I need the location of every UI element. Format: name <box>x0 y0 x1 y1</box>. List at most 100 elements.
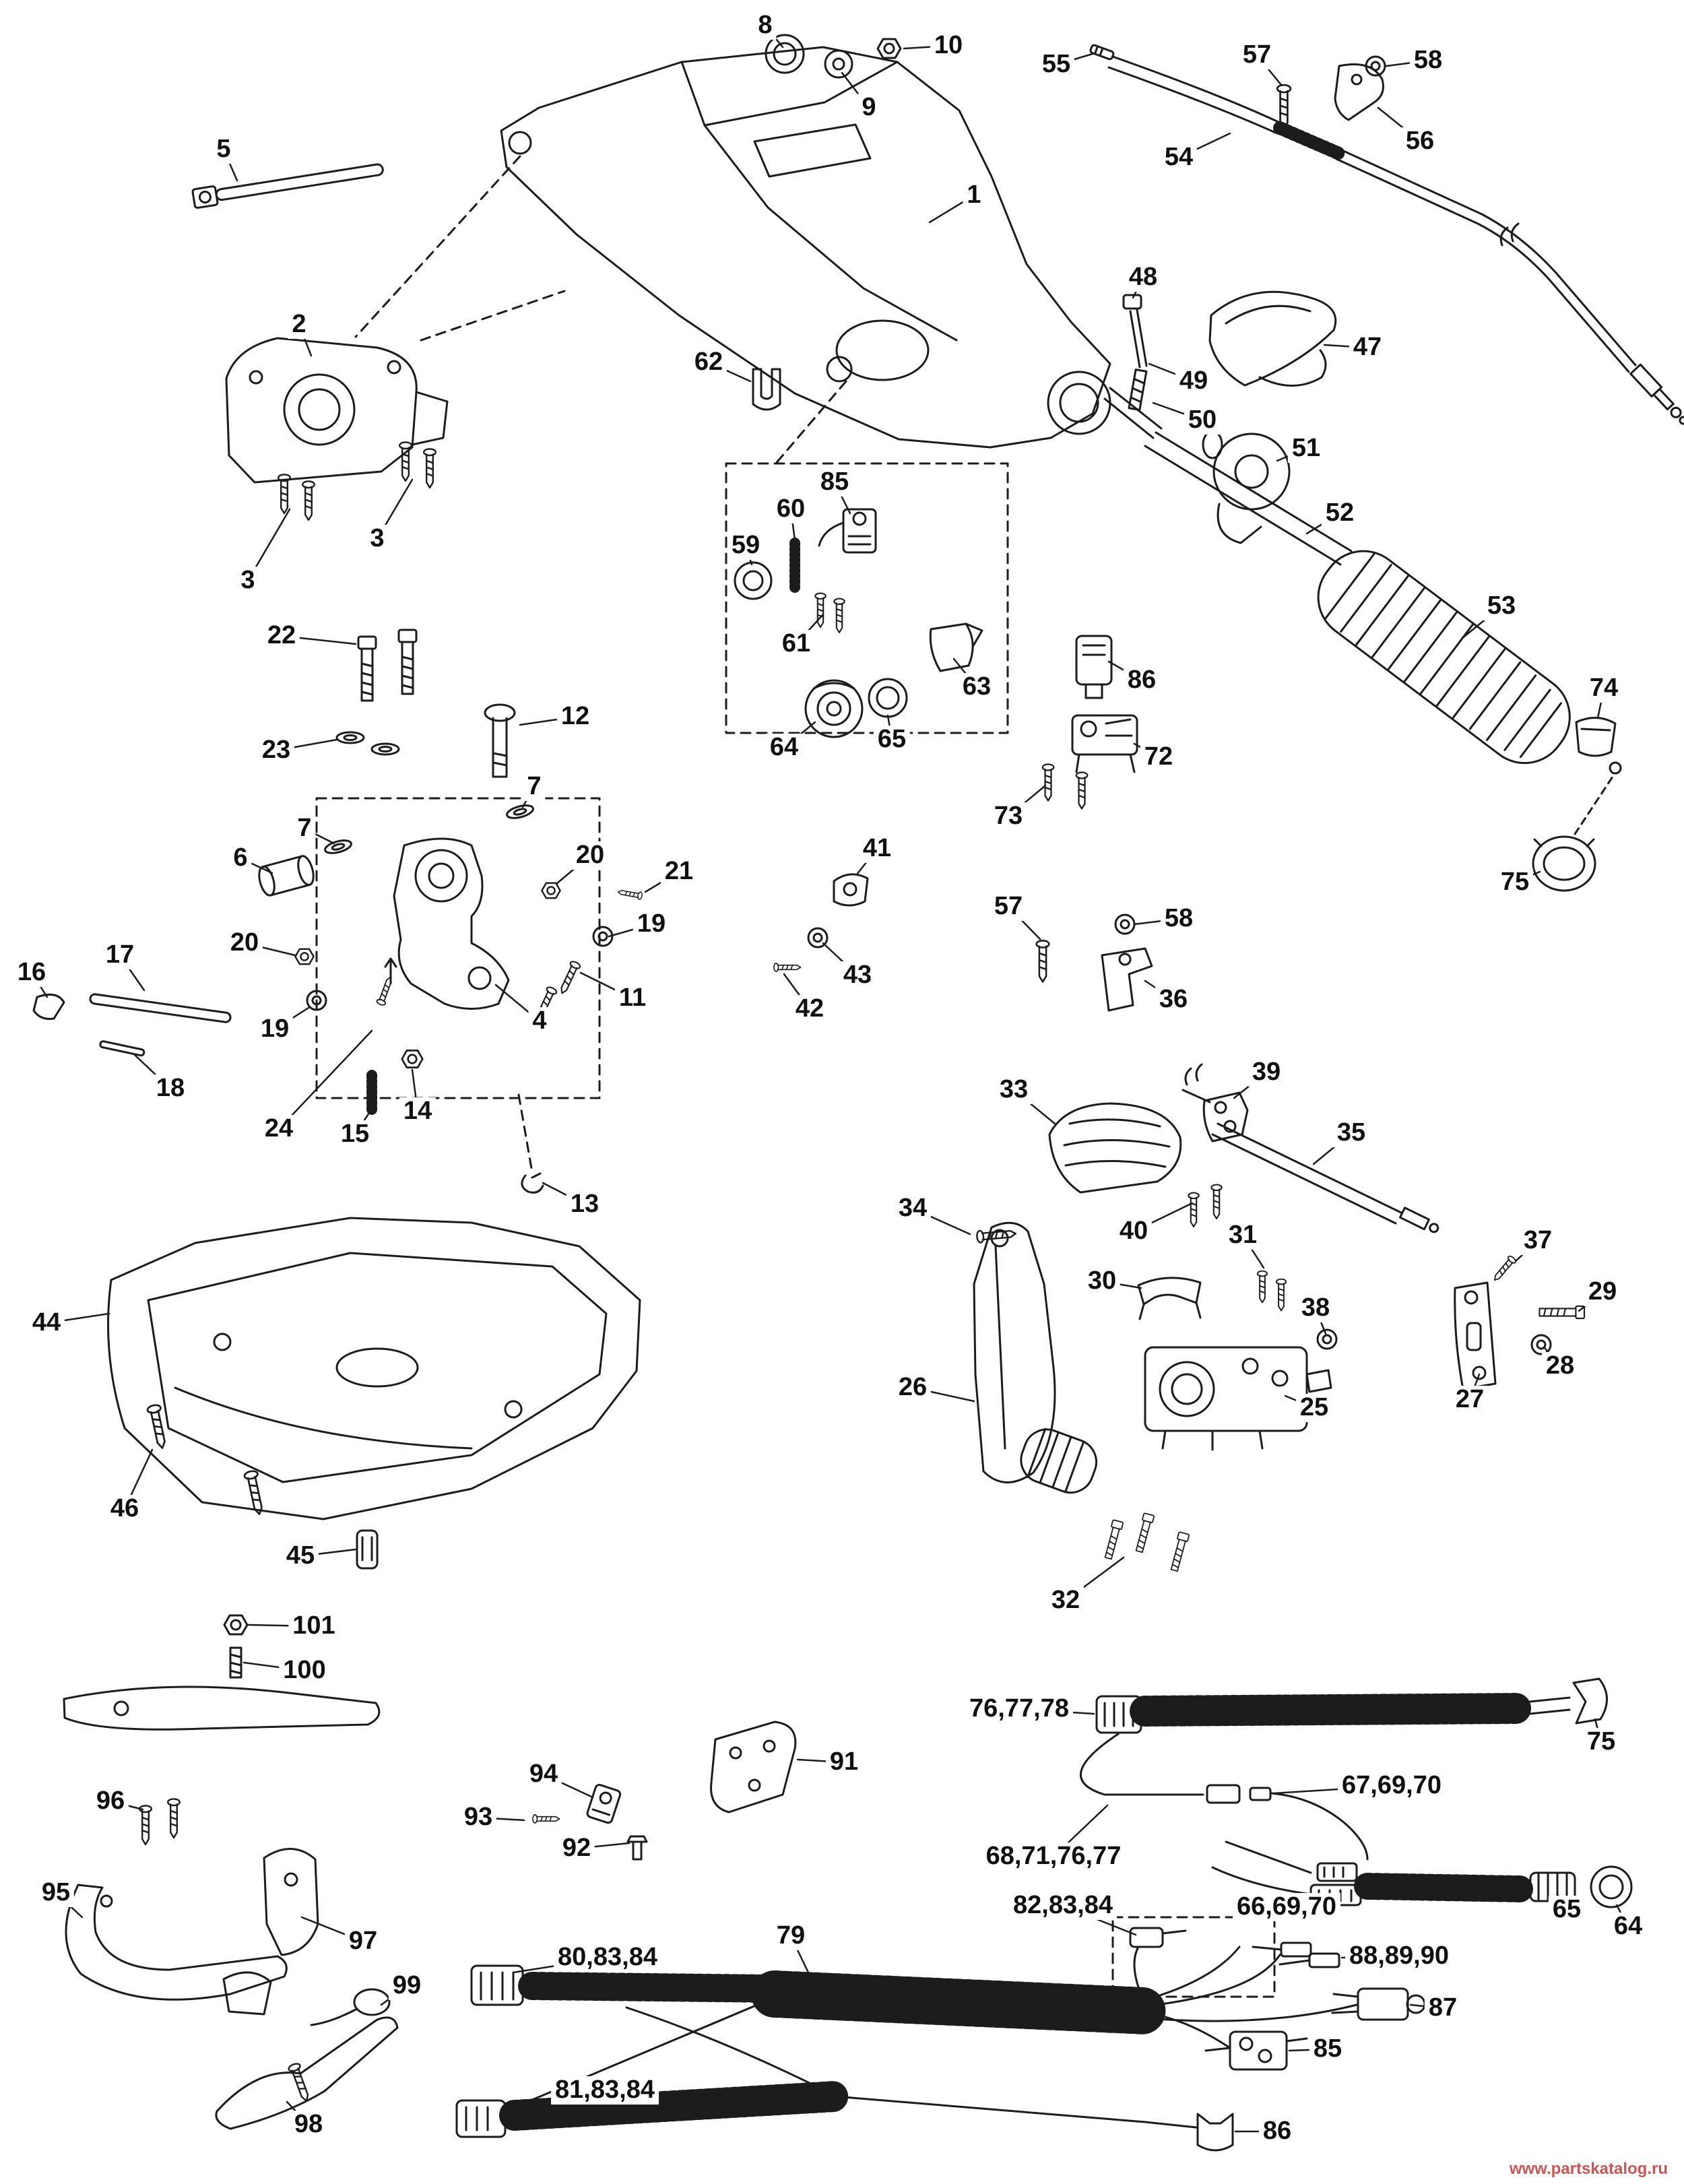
callout-28-20: 20 <box>571 841 609 870</box>
callout-29-21: 21 <box>660 858 698 886</box>
callout-4-1: 1 <box>963 181 985 210</box>
callout-98-85: 85 <box>1309 2035 1347 2063</box>
part-98-lever <box>215 2016 399 2130</box>
part-63-cap <box>929 622 983 672</box>
callout-90-67-69-70: 67,69,70 <box>1338 1772 1446 1800</box>
part-74-cap <box>1575 717 1617 757</box>
part-95-arm <box>65 1884 288 2001</box>
part-4-swivel-bracket <box>384 837 510 1010</box>
callout-82-99: 99 <box>388 1972 426 2000</box>
part-87-switch <box>1331 1987 1426 2021</box>
part-2-clamp-bracket <box>225 337 449 484</box>
callout-34-20: 20 <box>226 929 263 957</box>
part-85-block <box>1204 2030 1308 2071</box>
part-45-clip <box>356 1529 379 1570</box>
part-52-shaft <box>1144 431 1353 566</box>
callout-11-58: 58 <box>1409 46 1447 75</box>
part-91-plate <box>710 1721 797 1813</box>
part-62-clip <box>752 368 781 411</box>
part-12-bolt <box>484 703 516 778</box>
callout-54-43: 43 <box>839 961 876 990</box>
callout-75-46: 46 <box>106 1495 143 1523</box>
part-harness-a <box>1080 1677 1608 1861</box>
callout-39-14: 14 <box>399 1097 436 1126</box>
callout-22-75: 75 <box>1496 868 1534 897</box>
callout-65-31: 31 <box>1224 1221 1262 1250</box>
callout-14-48: 48 <box>1124 263 1162 292</box>
part-14-15-nut-spring <box>366 1050 424 1117</box>
callout-9-55: 55 <box>1037 51 1075 79</box>
part-41-42-43 <box>773 873 869 972</box>
callout-57-58: 58 <box>1160 905 1198 933</box>
callout-10-57: 57 <box>1238 41 1276 69</box>
part-54-steering-cable <box>1107 55 1684 425</box>
callout-67-38: 38 <box>1297 1294 1334 1322</box>
part-72-73-switch <box>1041 714 1138 810</box>
callout-3-5: 5 <box>212 135 235 164</box>
watermark: www.partskatalog.ru <box>1509 2160 1668 2178</box>
callout-99-86: 86 <box>1258 2117 1296 2146</box>
callout-51-72: 72 <box>1140 743 1177 771</box>
callout-2-9: 9 <box>857 94 880 122</box>
callout-5-2: 2 <box>288 311 311 339</box>
callout-40-4: 4 <box>528 1007 551 1035</box>
callout-30-19: 19 <box>633 910 670 938</box>
callout-81-97: 97 <box>344 1927 382 1956</box>
callout-35-19: 19 <box>256 1015 294 1043</box>
part-13-clip <box>521 1172 544 1194</box>
part-5-bolt <box>191 163 384 209</box>
part-99-cap <box>310 1988 391 2026</box>
callout-41-11: 11 <box>614 984 651 1013</box>
callout-33-16: 16 <box>13 959 51 987</box>
callout-0-8: 8 <box>754 11 777 40</box>
part-88-89-90-connectors <box>1252 1941 1340 1968</box>
callout-63-40: 40 <box>1115 1217 1153 1246</box>
part-8-9-10-hardware <box>765 34 902 79</box>
callout-32-17: 17 <box>101 941 139 969</box>
callout-62-34: 34 <box>894 1194 932 1223</box>
callout-79-96: 96 <box>92 1787 129 1816</box>
callout-16-50: 50 <box>1184 406 1221 435</box>
callout-71-27: 27 <box>1451 1386 1489 1414</box>
part-33-cover <box>1048 1102 1182 1194</box>
callout-60-39: 39 <box>1248 1058 1285 1087</box>
part-59-60-61-85-cluster <box>734 508 877 634</box>
callout-84-94: 94 <box>525 1760 562 1789</box>
part-100-101-stud-nut <box>63 1614 381 1731</box>
callout-72-25: 25 <box>1295 1394 1333 1422</box>
callout-76-45: 45 <box>282 1542 319 1570</box>
callout-50-86: 86 <box>1123 666 1161 695</box>
callout-87-92: 92 <box>558 1834 595 1863</box>
part-92-93-94-fasteners <box>532 1784 648 1861</box>
part-86-connector <box>1075 635 1113 699</box>
part-53-grip <box>1317 550 1571 765</box>
callout-85-93: 93 <box>459 1803 497 1832</box>
callout-42-13: 13 <box>566 1190 604 1219</box>
callout-61-35: 35 <box>1332 1119 1370 1147</box>
callout-49-65: 65 <box>873 726 911 754</box>
callout-12-56: 56 <box>1401 127 1439 156</box>
part-35-throttle-cable <box>1181 1063 1439 1233</box>
callout-13-54: 54 <box>1160 143 1198 172</box>
callout-44-60: 60 <box>772 495 810 523</box>
part-75-knob <box>1532 761 1622 892</box>
callout-47-63: 63 <box>958 673 996 701</box>
callout-91-68-71-76-77: 68,71,76,77 <box>981 1842 1126 1871</box>
part-48-49-50-pin <box>1122 294 1148 412</box>
callout-64-30: 30 <box>1083 1267 1121 1295</box>
callout-19-52: 52 <box>1321 499 1359 527</box>
callout-83-98: 98 <box>290 2111 327 2139</box>
callout-48-64: 64 <box>765 734 803 762</box>
callout-31-6: 6 <box>229 844 252 872</box>
callout-1-10: 10 <box>930 32 967 60</box>
callout-53-41: 41 <box>858 835 896 863</box>
part-47-lever <box>1208 290 1337 387</box>
callout-74-44: 44 <box>28 1309 65 1337</box>
callout-6-3: 3 <box>366 525 389 553</box>
callout-66-26: 26 <box>894 1374 932 1402</box>
part-51-boss <box>1202 430 1291 544</box>
callout-8-62: 62 <box>690 348 727 377</box>
part-30-31-bracket <box>1137 1270 1287 1320</box>
callout-36-18: 18 <box>152 1074 189 1103</box>
